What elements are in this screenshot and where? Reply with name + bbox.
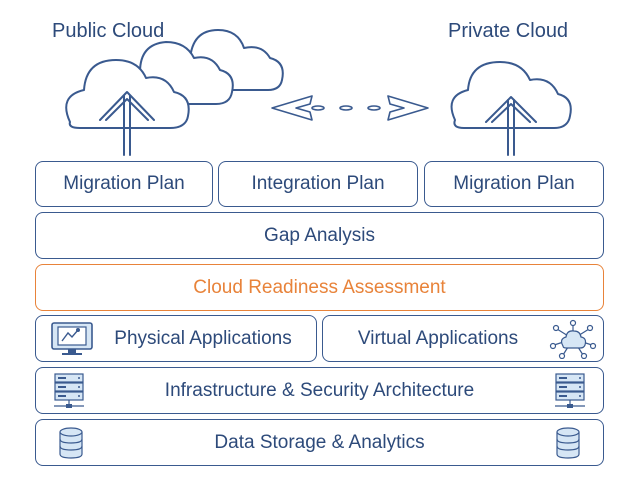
virtual-applications: Virtual Applications [322,315,604,362]
migration-plan-right-label: Migration Plan [453,173,575,194]
data-storage-label: Data Storage & Analytics [214,431,425,453]
public-cloud-icon [65,59,190,129]
gap-analysis: Gap Analysis [35,212,604,259]
integration-plan: Integration Plan [218,161,418,207]
cloud-readiness-label: Cloud Readiness Assessment [193,276,446,298]
data-storage-analytics: Data Storage & Analytics [35,419,604,466]
database-icon [556,427,580,459]
infrastructure-security: Infrastructure & Security Architecture [35,367,604,414]
server-rack-icon [54,373,84,408]
migration-plan-right: Migration Plan [424,161,604,207]
integration-plan-label: Integration Plan [251,173,385,194]
migration-plan-left: Migration Plan [35,161,213,207]
migration-plan-left-label: Migration Plan [63,173,185,194]
cloud-artwork [65,29,572,156]
cloud-readiness-assessment: Cloud Readiness Assessment [35,264,604,311]
database-icon [59,427,83,459]
cloud-network-icon [549,319,597,359]
gap-analysis-label: Gap Analysis [264,224,375,246]
private-cloud-icon [450,61,572,129]
infrastructure-label: Infrastructure & Security Architecture [164,379,475,401]
virtual-applications-label: Virtual Applications [357,327,519,349]
physical-applications-label: Physical Applications [114,327,292,349]
bidirectional-arrow-icon [271,95,429,121]
server-rack-icon [555,373,585,408]
public-cloud-label: Public Cloud [52,20,165,42]
physical-applications: Physical Applications [35,315,317,362]
physical-app-icon [51,322,93,355]
private-cloud-label: Private Cloud [448,20,569,42]
